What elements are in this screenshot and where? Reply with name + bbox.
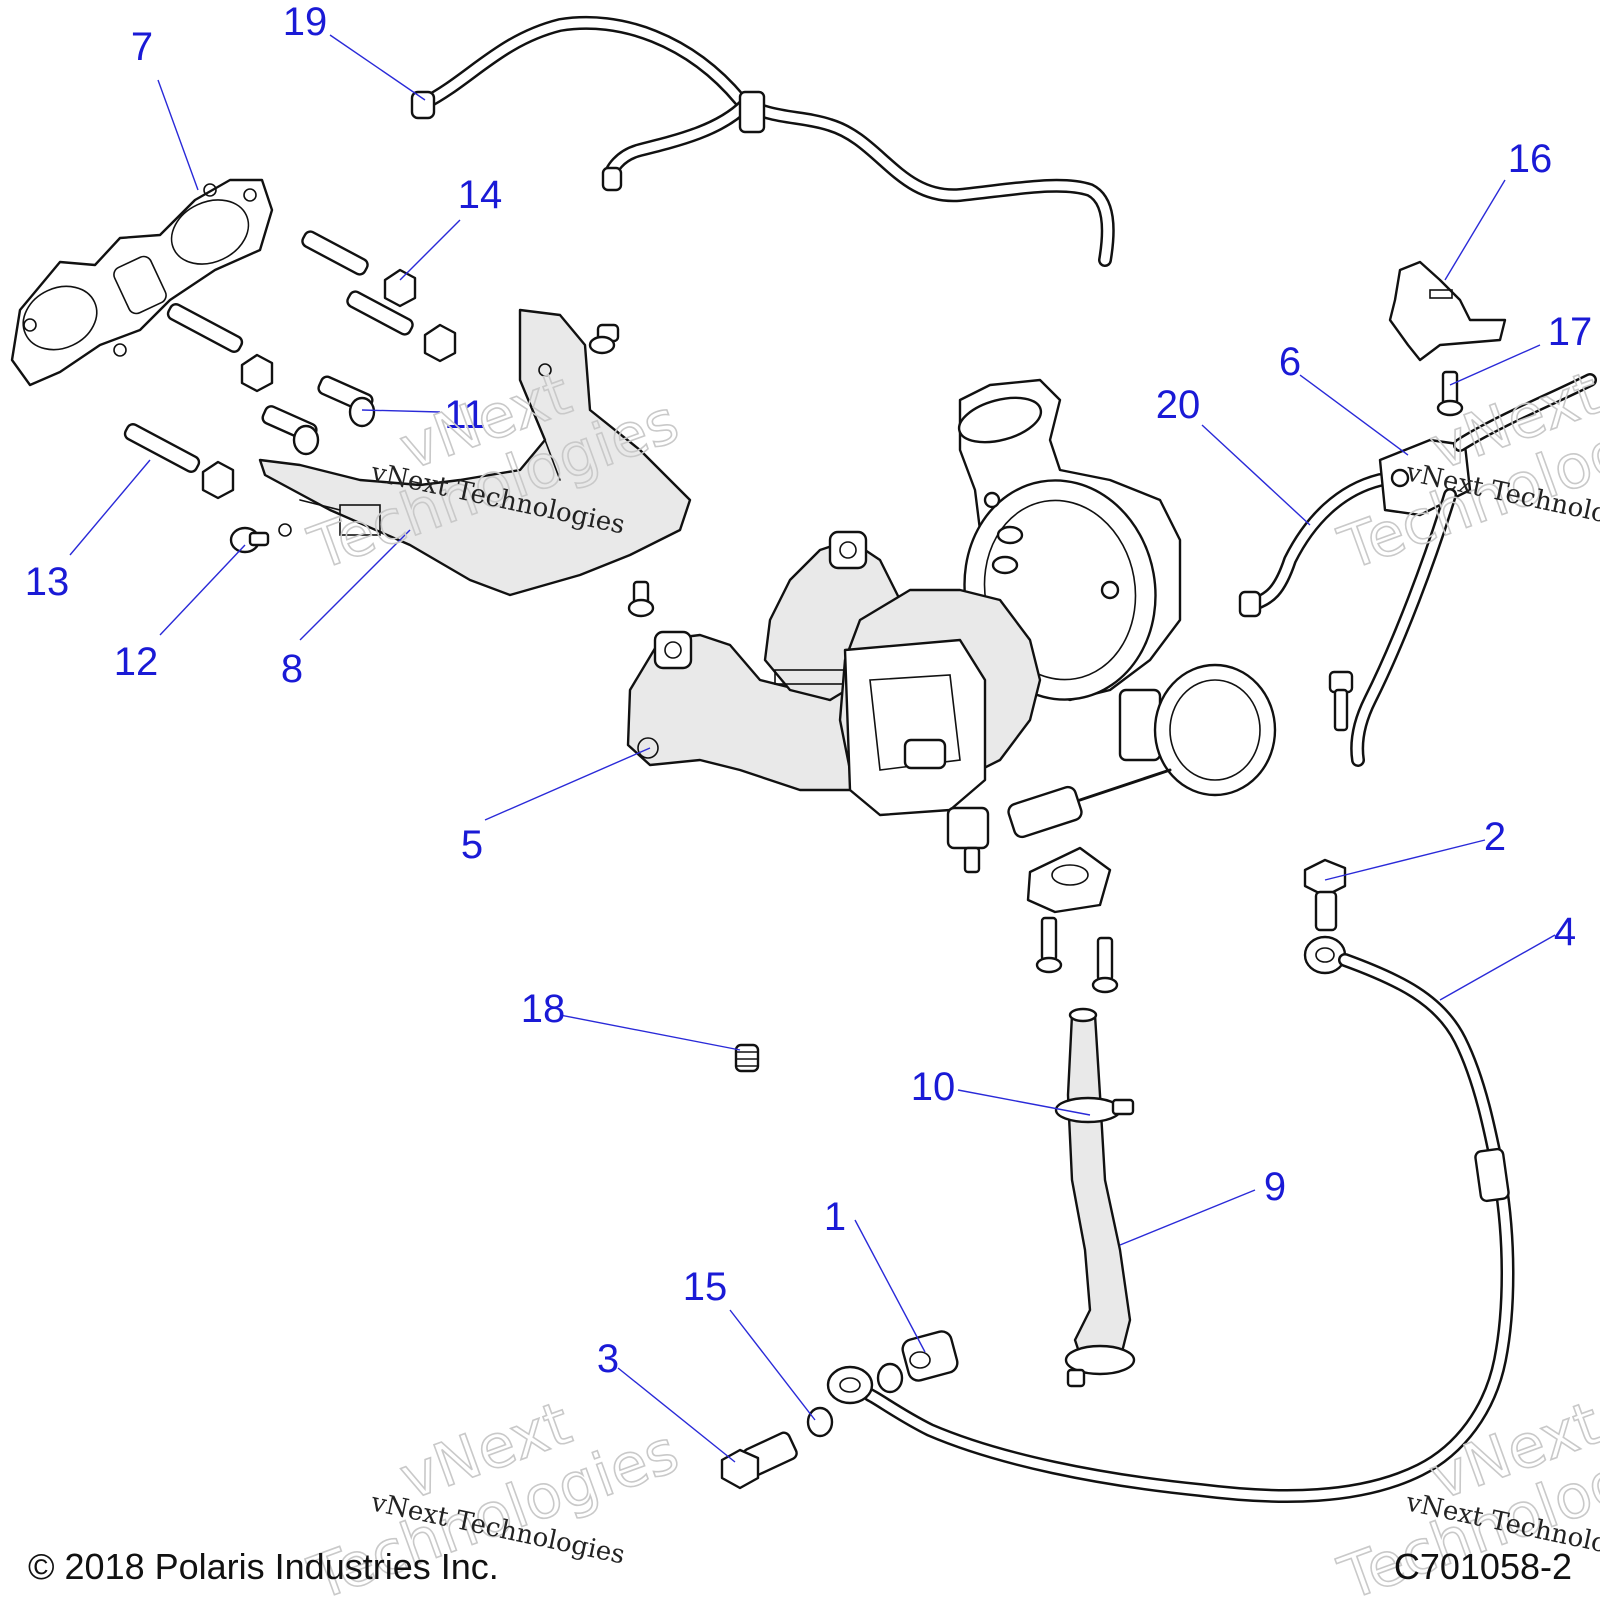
- part-20-vacuum-hose: [1238, 473, 1387, 618]
- callout-20: 20: [1156, 383, 1201, 427]
- part-12-washer-bolt: [229, 526, 270, 554]
- callout-9: 9: [1264, 1165, 1286, 1209]
- part-14-nut-set: [201, 268, 457, 500]
- callout-4: 4: [1554, 910, 1576, 954]
- callout-19: 19: [283, 0, 328, 44]
- watermark-right: vNext Technologies vNext Technologies: [1329, 358, 1600, 586]
- callout-2: 2: [1484, 815, 1506, 859]
- part-13-stud-set: [123, 230, 414, 473]
- part-15-sealing-washer: [806, 1362, 904, 1438]
- part-8-heat-shield: [258, 308, 692, 597]
- part-16-bracket: [1388, 260, 1507, 362]
- diagram-code: C701058-2: [1393, 1546, 1572, 1587]
- part-17-bolt: [1436, 370, 1464, 417]
- part-6-boost-solenoid: [1328, 373, 1597, 767]
- callout-18: 18: [521, 987, 566, 1031]
- part-3-banjo-bolt: [720, 1431, 798, 1490]
- callout-labels: 1 2 3 4 5 6 7 8 9 10 11 12 13 14 15 16 1…: [25, 0, 1593, 1381]
- callout-13: 13: [25, 560, 70, 604]
- callout-10: 10: [911, 1065, 956, 1109]
- part-9-oil-drain-hose: [1066, 1007, 1132, 1372]
- callout-8: 8: [281, 647, 303, 691]
- part-1-adapter-fitting: [901, 1330, 959, 1382]
- callout-3: 3: [597, 1337, 619, 1381]
- callout-1: 1: [824, 1195, 846, 1239]
- callout-17: 17: [1548, 310, 1593, 354]
- part-2-banjo-bolt: [1303, 858, 1347, 932]
- part-11-bolt-set: [261, 375, 376, 456]
- callout-6: 6: [1279, 340, 1301, 384]
- part-7-exhaust-gasket: [10, 178, 274, 387]
- callout-5: 5: [461, 823, 483, 867]
- turbocharger-assembly: [838, 378, 1277, 874]
- leader-lines: [69, 34, 1556, 1463]
- shield-bolts: [588, 323, 655, 618]
- callout-12: 12: [114, 640, 159, 684]
- callout-14: 14: [458, 173, 503, 217]
- callout-15: 15: [683, 1265, 728, 1309]
- callout-16: 16: [1508, 137, 1553, 181]
- callout-7: 7: [131, 25, 153, 69]
- copyright-notice: © 2018 Polaris Industries Inc.: [28, 1546, 499, 1587]
- part-4-oil-feed-line: [826, 935, 1515, 1503]
- part-19-breather-hose: [410, 15, 1115, 267]
- oil-flange-plate: [1026, 846, 1119, 994]
- callout-11: 11: [444, 393, 486, 437]
- part-18-plug: [734, 1043, 760, 1073]
- part-10-hose-clamp: [1054, 1096, 1136, 1388]
